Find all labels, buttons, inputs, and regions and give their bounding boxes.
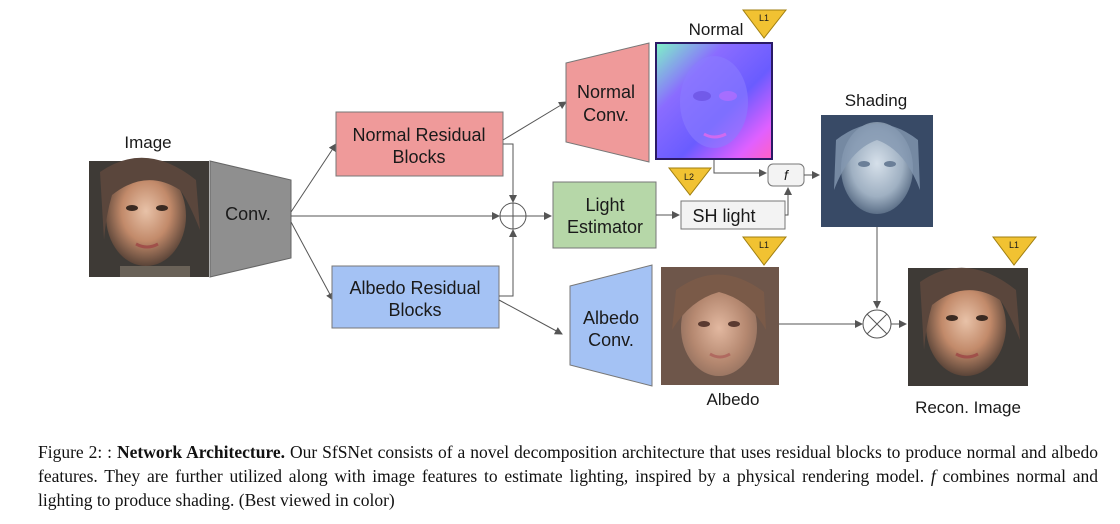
sh-light-box [680, 200, 786, 230]
shading-image [821, 115, 933, 227]
loss-sh-label: L2 [684, 172, 694, 182]
recon-output-label: Recon. Image [915, 398, 1021, 417]
caption-italic: f [930, 466, 936, 486]
caption-prefix: Figure 2: : [38, 442, 117, 462]
albedo-residual-label-1: Albedo Residual [349, 278, 480, 298]
albedo-residual-blocks [331, 265, 500, 329]
concat-node [499, 202, 527, 230]
light-estimator-label-1: Light [585, 195, 624, 215]
normal-residual-label-2: Blocks [392, 147, 445, 167]
albedo-output-label: Albedo [707, 390, 760, 409]
albedo-conv-label-2: Conv. [588, 330, 634, 350]
shading-output-label: Shading [845, 91, 907, 110]
albedo-conv-block [569, 264, 653, 387]
light-estimator-block [552, 181, 657, 249]
normal-map-image [655, 42, 773, 160]
normal-conv-label-1: Normal [577, 82, 635, 102]
albedo-image [661, 267, 779, 385]
normal-residual-blocks [335, 111, 504, 177]
loss-triangle-recon [992, 236, 1038, 266]
image-label: Image [124, 133, 171, 152]
loss-albedo-label: L1 [759, 240, 769, 250]
normal-residual-label-1: Normal Residual [352, 125, 485, 145]
input-face-image [89, 157, 209, 277]
architecture-diagram: Image Conv. Normal Residual Blocks Albed… [89, 9, 1038, 417]
caption-text-1: Our SfSNet consists of a novel decomposi… [38, 442, 1098, 486]
conv-block [209, 160, 292, 278]
loss-triangle-normal [742, 9, 788, 39]
caption-bold: Network Architecture. [116, 442, 286, 462]
loss-triangle-albedo [742, 236, 788, 266]
conv-label: Conv. [225, 204, 271, 224]
reconstructed-image [908, 267, 1028, 386]
normal-conv-block [565, 42, 650, 163]
normal-conv-label-2: Conv. [583, 105, 629, 125]
loss-recon-label: L1 [1009, 240, 1019, 250]
light-estimator-label-2: Estimator [567, 217, 643, 237]
loss-triangle-sh [667, 167, 713, 196]
figure-caption: Figure 2: : Network Architecture. Our Sf… [38, 440, 1098, 512]
f-node-label: f [784, 167, 790, 183]
albedo-conv-label-1: Albedo [583, 308, 639, 328]
normal-output-label: Normal [689, 20, 744, 39]
multiply-node [862, 309, 892, 339]
sh-light-label: SH light [692, 206, 755, 226]
caption-text-2: combines normal and lighting to produce … [38, 466, 1098, 510]
loss-normal-label: L1 [759, 13, 769, 23]
albedo-residual-label-2: Blocks [388, 300, 441, 320]
